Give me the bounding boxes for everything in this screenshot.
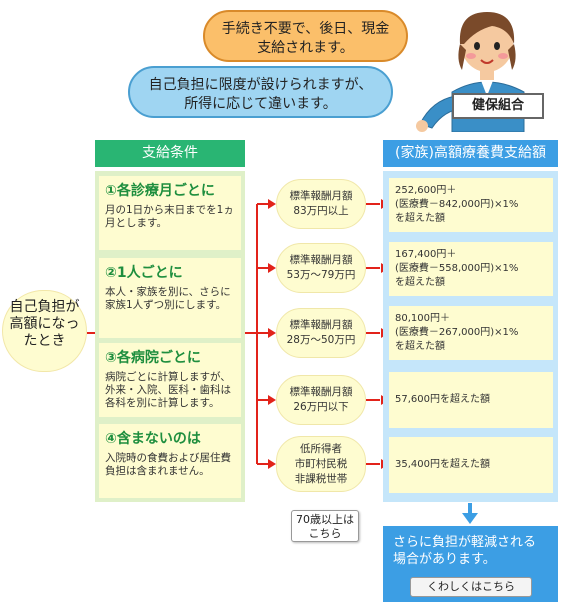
income-level-5: 低所得者 市町村民税 非課税世帯: [276, 436, 366, 492]
condition-title: ①各診療月ごとに: [105, 183, 215, 199]
income-level-3: 標準報酬月額 28万～50万円: [276, 308, 366, 358]
amount-line: を超えた額: [395, 341, 445, 352]
over-70-button[interactable]: 70歳以上はこちら: [291, 510, 359, 542]
income-level-4: 標準報酬月額 26万円以下: [276, 375, 366, 425]
amount-line: (医療費－558,000円)×1%: [395, 263, 519, 274]
income-level-1: 標準報酬月額 83万円以上: [276, 179, 366, 229]
bubble-text-limit: 自己負担に限度が設けられますが、所得に応じて違います。: [148, 77, 373, 112]
amount-line: 35,400円を超えた額: [395, 459, 490, 470]
condition-body: 入院時の食費および居住費負担は含まれません。: [105, 452, 231, 477]
details-button[interactable]: くわしくはこちら: [410, 577, 532, 597]
income-label: 低所得者: [300, 442, 342, 455]
kenpo-badge: 健保組合: [452, 93, 544, 119]
amount-line: 57,600円を超えた額: [395, 394, 490, 405]
trigger-oval: 自己負担が高額になったとき: [2, 290, 87, 372]
speech-bubble-limit: 自己負担に限度が設けられますが、所得に応じて違います。: [128, 66, 393, 118]
trigger-text: 自己負担が高額になったとき: [9, 299, 80, 349]
down-arrow-icon: [462, 503, 478, 524]
bubble-text-cash: 手続き不要で、後日、現金支給されます。: [221, 21, 390, 56]
income-range: 53万～79万円: [286, 269, 356, 281]
income-range: 市町村民税: [294, 457, 348, 470]
condition-body: 月の1日から末日までを1ヵ月とします。: [105, 204, 234, 229]
speech-bubble-cash-payment: 手続き不要で、後日、現金支給されます。: [203, 10, 408, 62]
income-label: 標準報酬月額: [289, 190, 353, 202]
condition-body: 病院ごとに計算しますが、外来・入院、医科・歯科は各科を別に計算します。: [105, 371, 231, 409]
amount-item-3: 80,100円＋ (医療費－267,000円)×1% を超えた額: [389, 306, 553, 360]
condition-title: ④含まないのは: [105, 431, 201, 447]
income-label: 標準報酬月額: [289, 319, 353, 331]
condition-item-4: ④含まないのは 入院時の食費および居住費負担は含まれません。: [99, 424, 241, 498]
amount-line: 80,100円＋: [395, 313, 450, 324]
condition-title: ③各病院ごとに: [105, 350, 201, 366]
amount-item-4: 57,600円を超えた額: [389, 372, 553, 428]
income-range: 83万円以上: [293, 205, 349, 217]
condition-item-1: ①各診療月ごとに 月の1日から末日までを1ヵ月とします。: [99, 176, 241, 250]
amount-item-1: 252,600円＋ (医療費－842,000円)×1% を超えた額: [389, 178, 553, 232]
amount-line: を超えた額: [395, 277, 445, 288]
more-reduction-text: さらに負担が軽減される場合があります。: [393, 535, 537, 567]
amount-line: を超えた額: [395, 213, 445, 224]
income-level-2: 標準報酬月額 53万～79万円: [276, 243, 366, 293]
condition-body: 本人・家族を別に、さらに家族1人ずつ別にします。: [105, 286, 231, 311]
amount-line: (医療費－842,000円)×1%: [395, 199, 519, 210]
income-range: 28万～50万円: [286, 334, 356, 346]
condition-title: ②1人ごとに: [105, 265, 183, 281]
income-range: 非課税世帯: [294, 472, 348, 485]
amounts-header: (家族)高額療養費支給額: [383, 140, 558, 167]
amount-item-5: 35,400円を超えた額: [389, 437, 553, 493]
amount-line: 252,600円＋: [395, 185, 457, 196]
income-label: 標準報酬月額: [289, 386, 353, 398]
amount-line: 167,400円＋: [395, 249, 457, 260]
conditions-header: 支給条件: [95, 140, 245, 167]
income-range: 26万円以下: [293, 401, 349, 413]
income-label: 標準報酬月額: [289, 254, 353, 266]
condition-item-3: ③各病院ごとに 病院ごとに計算しますが、外来・入院、医科・歯科は各科を別に計算し…: [99, 343, 241, 417]
condition-item-2: ②1人ごとに 本人・家族を別に、さらに家族1人ずつ別にします。: [99, 258, 241, 338]
amount-item-2: 167,400円＋ (医療費－558,000円)×1% を超えた額: [389, 242, 553, 296]
amount-line: (医療費－267,000円)×1%: [395, 327, 519, 338]
